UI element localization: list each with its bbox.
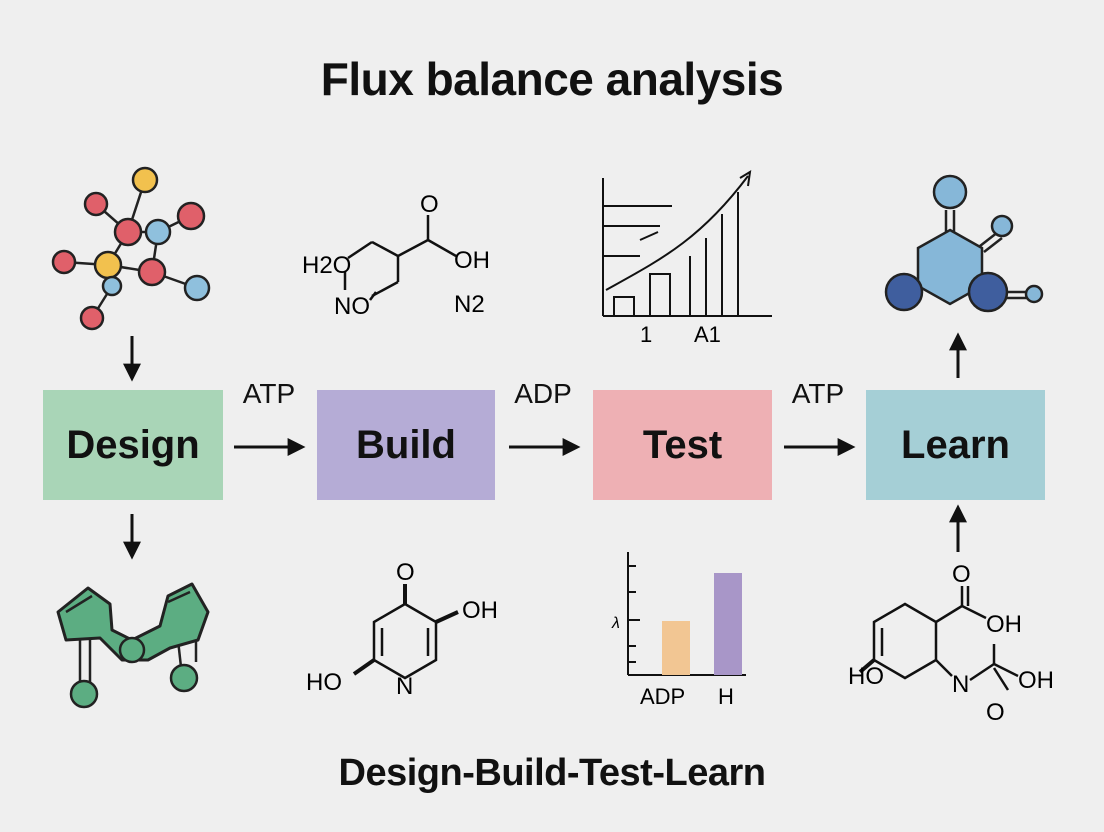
test-bottom-bar-chart: λ ADP H <box>611 552 746 709</box>
atom-oh: OH <box>986 611 1022 638</box>
atom-n: N <box>952 671 969 698</box>
atom-h2o: H2O <box>302 252 351 279</box>
diagram-caption: Design-Build-Test-Learn <box>338 752 766 794</box>
chart-tick-a1: A1 <box>694 322 721 347</box>
learn-bottom-molecule: O OH HO N OH O <box>848 561 1054 726</box>
flow-arrows <box>123 332 967 560</box>
network-molecule-icon <box>51 166 211 331</box>
test-top-chart <box>602 170 772 317</box>
stage-build: Build <box>317 390 495 500</box>
svg-text:λ: λ <box>611 615 620 632</box>
atom-n: N <box>396 673 413 700</box>
bar-label-adp: ADP <box>640 684 685 709</box>
green-molecule-icon <box>56 582 210 709</box>
atom-o: O <box>396 559 415 586</box>
atom-ho: HO <box>848 663 884 690</box>
bar-label-h: H <box>718 684 734 709</box>
build-bottom-molecule: O OH HO N <box>306 559 498 700</box>
atom-o: O <box>952 561 971 588</box>
diagram-title: Flux balance analysis <box>320 53 784 105</box>
stage-design: Design <box>43 390 223 500</box>
stage-test: Test <box>593 390 772 500</box>
atom-no: NO <box>334 293 370 320</box>
bar-adp <box>662 621 690 675</box>
bar-h <box>714 573 742 675</box>
flow-label-design-build: ATP <box>242 378 296 409</box>
atom-n2: N2 <box>454 291 485 318</box>
atom-o: O <box>986 699 1005 726</box>
atom-oh: OH <box>454 247 490 274</box>
atom-o: O <box>420 191 439 218</box>
chart-tick-1: 1 <box>640 322 652 347</box>
atom-oh: OH <box>1018 667 1054 694</box>
flow-label-build-test: ADP <box>514 378 572 409</box>
atom-ho: HO <box>306 669 342 696</box>
flow-label-test-learn: ATP <box>791 378 845 409</box>
build-top-molecule: H2O NO O OH N2 <box>302 191 490 320</box>
atom-oh: OH <box>462 597 498 624</box>
stage-learn: Learn <box>866 390 1045 500</box>
learn-top-molecule <box>884 174 1044 313</box>
